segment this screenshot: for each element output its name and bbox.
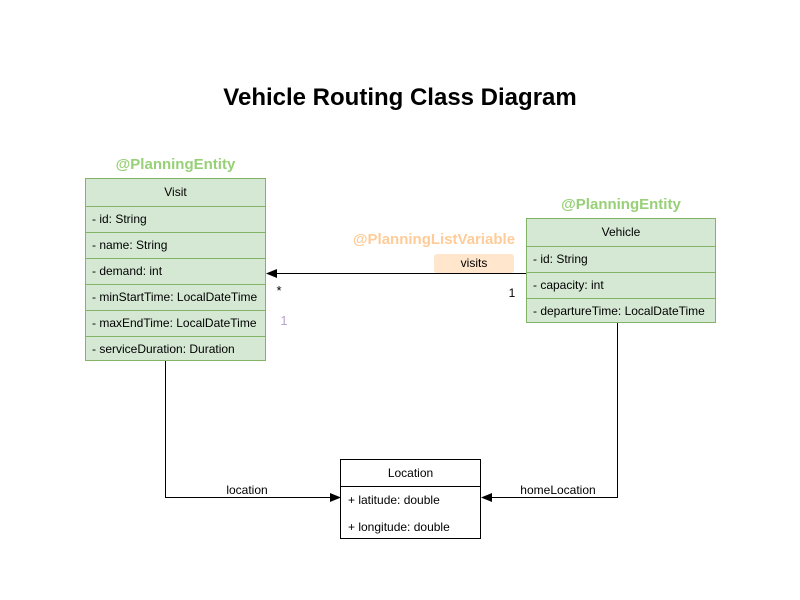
location-class-title: Location xyxy=(387,466,434,480)
home-location-edge xyxy=(491,323,618,498)
visit-class-title: Visit xyxy=(164,185,187,199)
planning-list-variable-annotation: @PlanningListVariable xyxy=(352,231,516,248)
location-class-box: Location + latitude: double + longitude:… xyxy=(340,459,481,539)
visit-attribute-demand: - demand: int xyxy=(86,258,265,284)
visit-attribute-id: - id: String xyxy=(86,206,265,232)
visit-attribute-service-duration: - serviceDuration: Duration xyxy=(86,336,265,362)
vehicle-class-title: Vehicle xyxy=(601,225,641,239)
location-edge xyxy=(165,361,331,498)
home-location-edge-arrowhead xyxy=(481,493,492,502)
vehicle-attribute-id: - id: String xyxy=(527,246,715,272)
visits-edge-label: visits xyxy=(434,254,514,273)
location-attributes-compartment: + latitude: double + longitude: double xyxy=(341,486,480,541)
home-location-edge-label: homeLocation xyxy=(520,483,596,497)
vehicle-multiplicity-one: 1 xyxy=(508,286,516,300)
visit-attribute-max-end-time: - maxEndTime: LocalDateTime xyxy=(86,310,265,336)
location-attribute-latitude: + latitude: double xyxy=(348,493,440,507)
visits-edge-arrowhead xyxy=(266,269,277,278)
diagram-title: Vehicle Routing Class Diagram xyxy=(223,84,577,111)
visit-attribute-name: - name: String xyxy=(86,232,265,258)
vehicle-class-box: Vehicle - id: String - capacity: int - d… xyxy=(526,218,716,323)
vehicle-attribute-departure-time: - departureTime: LocalDateTime xyxy=(527,298,715,324)
visits-edge xyxy=(276,273,527,284)
vehicle-planning-entity-annotation: @PlanningEntity xyxy=(561,196,681,213)
location-attribute-longitude: + longitude: double xyxy=(348,520,450,534)
visit-planning-entity-annotation: @PlanningEntity xyxy=(115,156,236,173)
visit-class-box: Visit - id: String - name: String - dema… xyxy=(85,178,266,361)
visit-secondary-multiplicity: 1 xyxy=(280,313,288,328)
location-edge-arrowhead xyxy=(330,493,341,502)
visit-attribute-min-start-time: - minStartTime: LocalDateTime xyxy=(86,284,265,310)
vehicle-attribute-capacity: - capacity: int xyxy=(527,272,715,298)
location-edge-label: location xyxy=(226,483,268,497)
visit-multiplicity-star: * xyxy=(276,283,282,298)
